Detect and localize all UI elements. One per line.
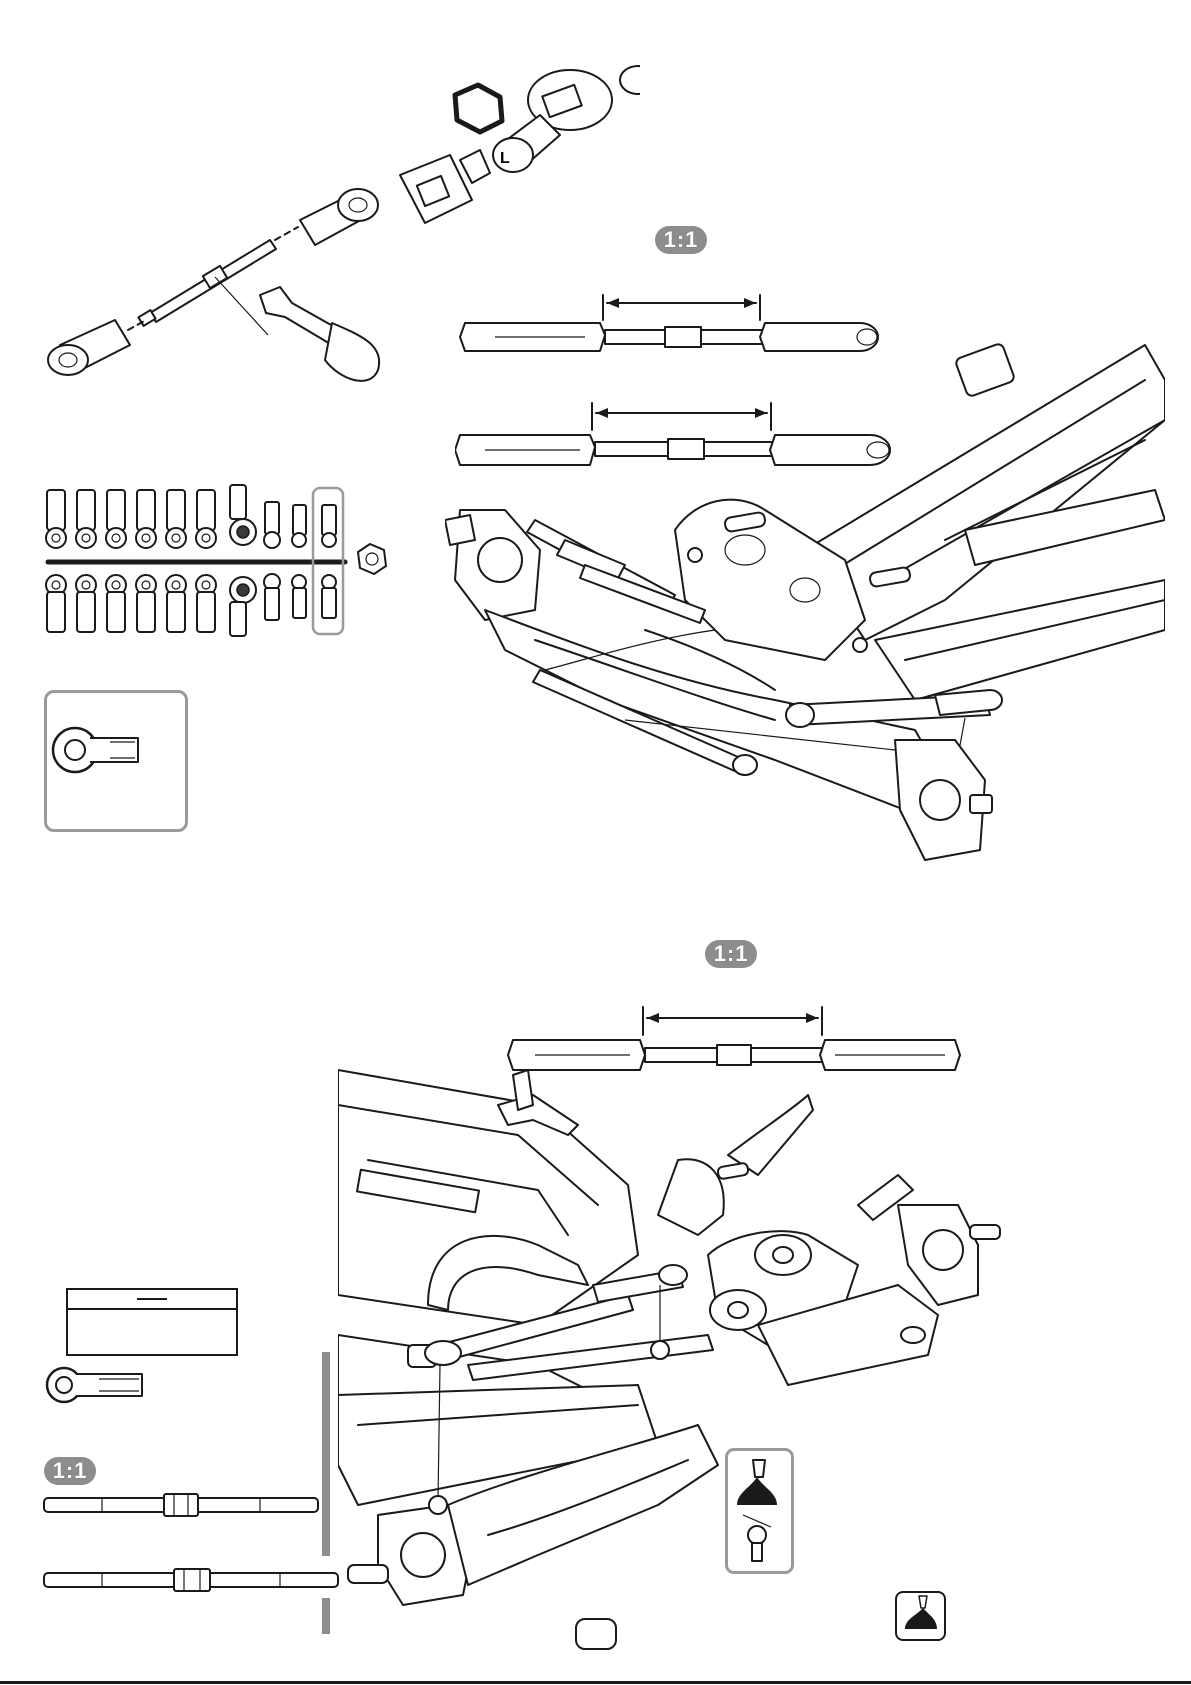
grease-callout-detail bbox=[731, 1455, 783, 1565]
socket-adapter bbox=[400, 150, 490, 223]
turnbuckle-shaft-1-1-lower bbox=[42, 1565, 342, 1595]
rod-end-inset-part bbox=[50, 720, 150, 780]
grease-icon bbox=[895, 1591, 946, 1641]
turnbuckle-shaft-1-1-upper bbox=[42, 1490, 322, 1520]
front-suspension-assembly-illustration bbox=[338, 1065, 1078, 1625]
page-number-box bbox=[575, 1618, 617, 1650]
small-hex-wrench bbox=[260, 287, 379, 381]
page-bottom-rule bbox=[0, 1681, 1191, 1684]
hex-nut bbox=[358, 544, 386, 574]
rod-end-part-lower bbox=[44, 1365, 149, 1405]
turnbuckle-shaft bbox=[138, 240, 276, 335]
turnbuckle-wrench: L bbox=[493, 66, 640, 172]
rear-suspension-assembly-illustration bbox=[445, 340, 1165, 940]
scale-badge-top: 1:1 bbox=[655, 226, 707, 254]
setup-table bbox=[66, 1288, 238, 1356]
setup-table-header-text bbox=[137, 1298, 167, 1300]
rod-end-upper bbox=[275, 189, 378, 245]
setup-table-header bbox=[68, 1290, 236, 1310]
hex-nut-icon bbox=[455, 85, 502, 132]
parts-tree-top-row bbox=[46, 485, 336, 548]
scale-badge-middle: 1:1 bbox=[705, 940, 757, 968]
scale-badge-lower-left: 1:1 bbox=[44, 1457, 96, 1485]
rod-end-parts-tree bbox=[40, 480, 400, 640]
step-divider-bar-lower bbox=[322, 1598, 330, 1634]
tool-size-label: L bbox=[500, 150, 510, 167]
step-divider-bar-upper bbox=[322, 1352, 330, 1556]
parts-tree-bottom-row bbox=[46, 574, 336, 636]
rod-end-lower bbox=[48, 320, 146, 375]
